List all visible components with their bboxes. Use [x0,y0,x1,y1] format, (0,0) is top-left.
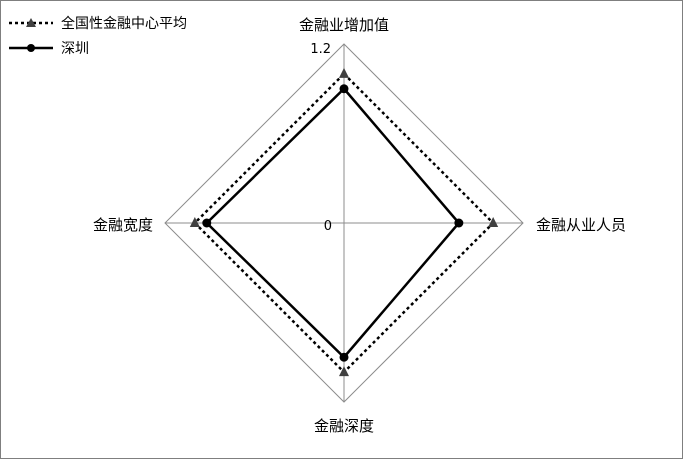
legend-label-shenzhen: 深圳 [61,41,89,57]
series-1-point-2 [339,352,349,362]
series-0-point-1 [488,217,499,227]
legend-item-national-average: 全国性金融中心平均 [9,15,187,32]
legend-circle-marker [27,44,35,52]
axis-label-right: 金融从业人员 [536,216,626,234]
axis-labels: 金融业增加值 金融从业人员 金融深度 金融宽度 [93,16,626,435]
tick-label-zero: 0 [324,219,332,234]
legend-triangle-marker [26,18,36,27]
series-1-point-3 [202,218,212,228]
series-0-point-2 [339,366,349,377]
legend-label-national-average: 全国性金融中心平均 [61,15,187,32]
legend: 全国性金融中心平均 深圳 [9,15,187,57]
axis-label-left: 金融宽度 [93,216,153,234]
series-layer [189,67,499,377]
series-0-point-3 [189,217,200,227]
tick-labels: 1.2 0 [310,42,332,234]
axis-label-bottom: 金融深度 [314,417,374,435]
series-1-point-0 [339,84,349,94]
tick-label-max: 1.2 [310,42,331,57]
legend-item-shenzhen: 深圳 [9,41,89,57]
series-1-point-1 [454,218,464,228]
axis-label-top: 金融业增加值 [299,16,389,34]
series-0-point-0 [339,67,349,78]
grid [164,43,524,403]
